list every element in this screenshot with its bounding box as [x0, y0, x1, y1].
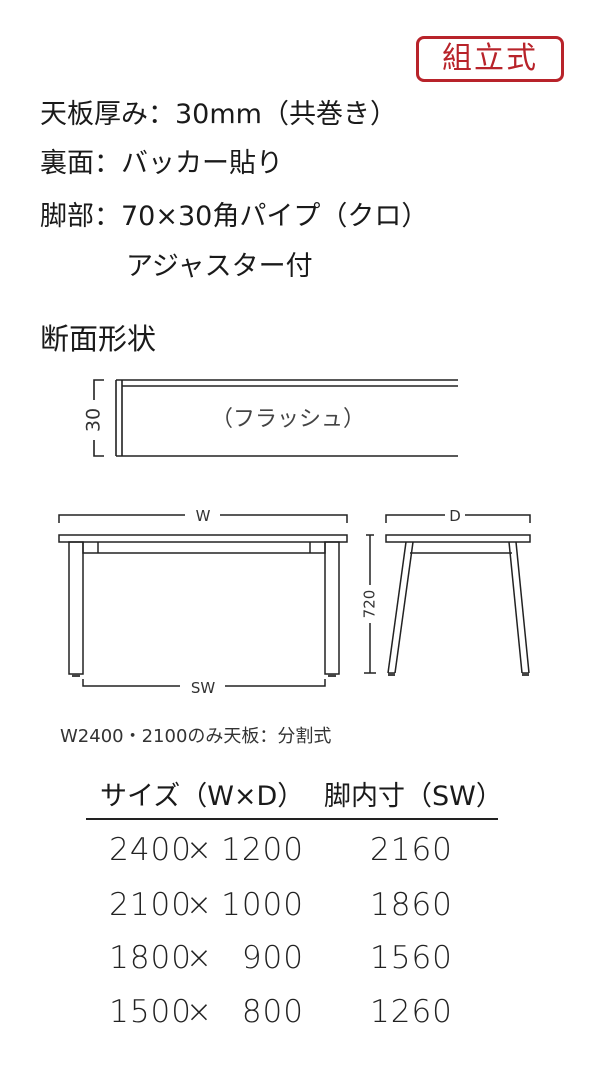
cell-times: × — [186, 832, 213, 868]
spec-top-thickness: 天板厚み：30mm（共巻き） — [40, 99, 397, 130]
spec-adjuster: アジャスター付 — [126, 250, 313, 284]
thickness-label: 30 — [83, 408, 105, 432]
cell-width: 2400 — [109, 832, 192, 868]
cell-leg-span: 1560 — [370, 940, 453, 976]
cell-depth: 900 — [241, 940, 304, 976]
spec-legs: 脚部：70×30角パイプ（クロ） — [40, 201, 429, 232]
width-label: W — [196, 507, 211, 525]
cell-leg-span: 2160 — [370, 832, 453, 868]
table-header-leg-span: 脚内寸（SW） — [324, 781, 503, 812]
spec-back-surface: 裏面：バッカー貼り — [40, 148, 283, 179]
spec-value: 30mm（共巻き） — [175, 99, 397, 130]
spec-value: バッカー貼り — [121, 148, 283, 179]
depth-label: D — [449, 507, 461, 525]
cell-leg-span: 1260 — [370, 994, 453, 1030]
cross-section-diagram: 30 （フラッシュ） — [83, 379, 458, 457]
assembly-type-badge: 組立式 — [416, 36, 564, 82]
cell-times: × — [186, 887, 213, 923]
cross-section-title: 断面形状 — [40, 322, 157, 356]
table-header-size: サイズ（W×D） — [100, 781, 305, 812]
table-header-rule — [86, 818, 498, 820]
table-row: 1500 × 800 1260 — [0, 994, 600, 1038]
table-row: 2100 × 1000 1860 — [0, 887, 600, 931]
cell-depth: 1200 — [221, 832, 304, 868]
spec-value: 70×30角パイプ（クロ） — [121, 201, 429, 232]
table-row: 1800 × 900 1560 — [0, 940, 600, 984]
core-label: （フラッシュ） — [211, 407, 365, 432]
height-label: 720 — [361, 590, 379, 619]
front-view-diagram: W SW — [58, 507, 348, 697]
split-top-note: W2400・2100のみ天板：分割式 — [60, 726, 332, 747]
cell-width: 1500 — [109, 994, 192, 1030]
leg-span-label: SW — [191, 679, 216, 697]
cell-width: 1800 — [109, 940, 192, 976]
side-view-diagram: 720 D — [361, 507, 531, 676]
table-row: 2400 × 1200 2160 — [0, 832, 600, 876]
cell-width: 2100 — [109, 887, 192, 923]
spec-label: 裏面 — [40, 148, 94, 179]
cell-times: × — [186, 994, 213, 1030]
cell-depth: 1000 — [221, 887, 304, 923]
cell-times: × — [186, 940, 213, 976]
spec-label: 脚部 — [40, 201, 94, 232]
spec-value: アジャスター付 — [126, 251, 313, 282]
spec-label: 天板厚み — [40, 99, 148, 130]
cell-depth: 800 — [241, 994, 304, 1030]
cell-leg-span: 1860 — [370, 887, 453, 923]
